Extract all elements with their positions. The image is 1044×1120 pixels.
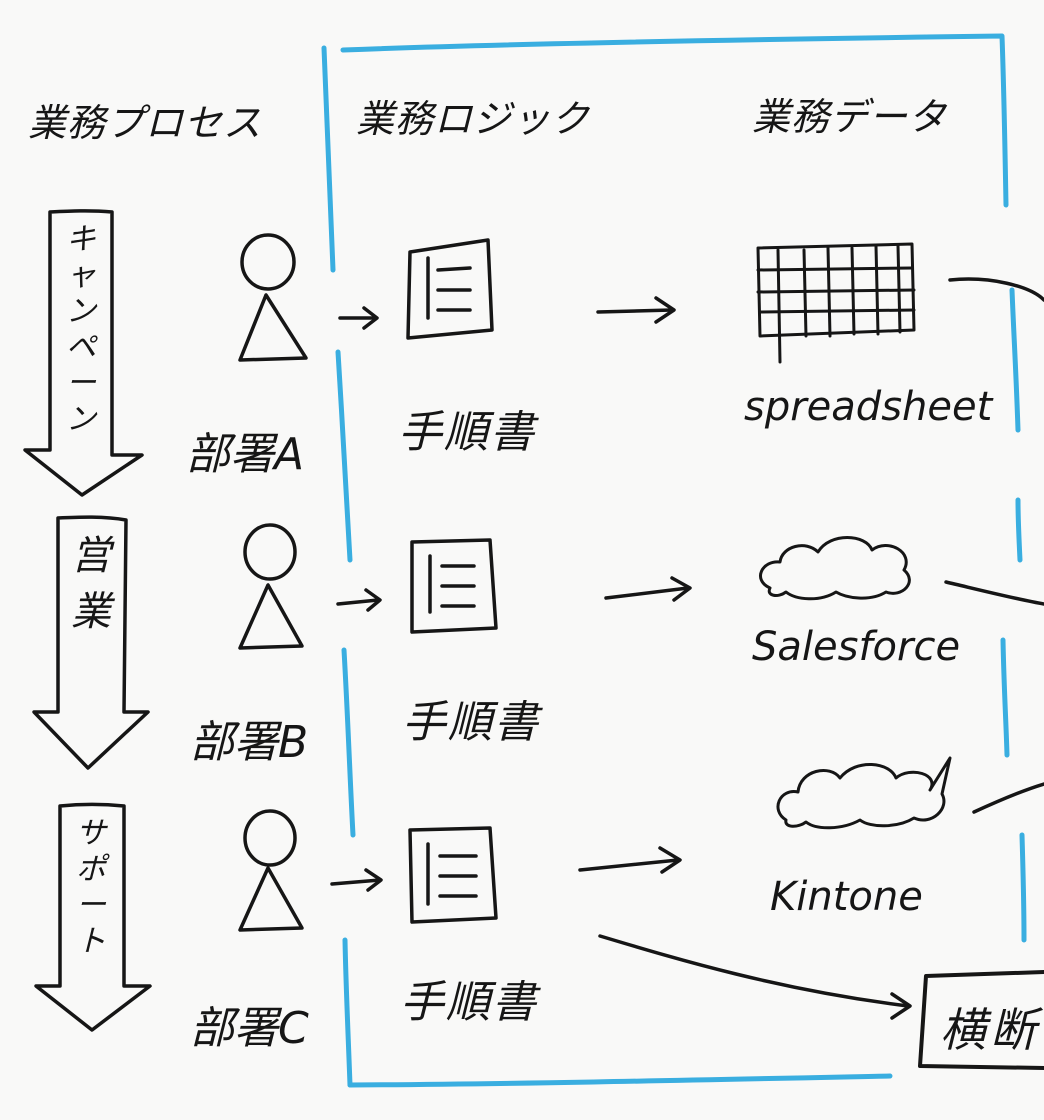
system-salesforce: Salesforce bbox=[752, 624, 961, 670]
system-link bbox=[948, 277, 1044, 302]
department-a: 部署A bbox=[186, 429, 305, 480]
grid-spreadsheet-icon bbox=[756, 242, 916, 364]
boundary-left-2 bbox=[335, 349, 353, 563]
person-icon bbox=[238, 809, 304, 932]
header-logic: 業務ロジック bbox=[356, 97, 591, 141]
document-icon bbox=[410, 538, 498, 634]
process-label-support: サポート bbox=[76, 816, 106, 959]
process-label-sales: 営業 bbox=[71, 533, 111, 635]
right-arrow-icon bbox=[336, 588, 382, 612]
right-arrow-icon bbox=[596, 296, 676, 324]
header-data: 業務データ bbox=[752, 95, 948, 139]
system-spreadsheet: spreadsheet bbox=[744, 384, 993, 430]
right-arrow-icon bbox=[330, 868, 383, 892]
speech-cloud-icon bbox=[776, 756, 952, 830]
boundary-right-4 bbox=[1019, 832, 1027, 943]
boundary-left-3 bbox=[341, 647, 356, 838]
process-label-campaign: キャンペーン bbox=[66, 222, 96, 437]
department-b: 部署B bbox=[190, 717, 309, 768]
right-arrow-icon bbox=[598, 934, 912, 1020]
right-arrow-icon bbox=[604, 576, 692, 602]
boundary-left-4 bbox=[342, 937, 353, 1088]
document-icon bbox=[408, 826, 498, 924]
cloud-icon bbox=[759, 536, 911, 601]
boundary-right-3 bbox=[1000, 637, 1010, 758]
header-process: 業務プロセス bbox=[28, 101, 263, 145]
procedure-label-c: 手順書 bbox=[400, 977, 538, 1028]
down-arrow-icon bbox=[34, 802, 152, 1032]
boundary-right-2 bbox=[1015, 497, 1023, 563]
boundary-bottom bbox=[347, 1073, 893, 1088]
down-arrow-icon bbox=[32, 515, 150, 770]
boundary-right-1 bbox=[1009, 287, 1021, 433]
document-icon bbox=[406, 238, 494, 340]
department-c: 部署C bbox=[190, 1003, 309, 1054]
logic-data-boundary-top bbox=[340, 33, 1009, 208]
right-arrow-icon bbox=[578, 846, 682, 874]
system-link bbox=[944, 580, 1044, 606]
system-link bbox=[972, 782, 1044, 814]
right-arrow-icon bbox=[338, 306, 379, 330]
cross-box-label: 横断 bbox=[940, 1003, 1040, 1057]
boundary-left-1 bbox=[321, 45, 336, 273]
person-icon bbox=[238, 523, 304, 650]
down-arrow-icon bbox=[23, 209, 144, 497]
procedure-label-a: 手順書 bbox=[398, 407, 536, 458]
cross-box-frame bbox=[918, 970, 1044, 1070]
system-kintone: Kintone bbox=[770, 874, 923, 920]
person-icon bbox=[238, 233, 308, 362]
procedure-label-b: 手順書 bbox=[402, 697, 540, 748]
